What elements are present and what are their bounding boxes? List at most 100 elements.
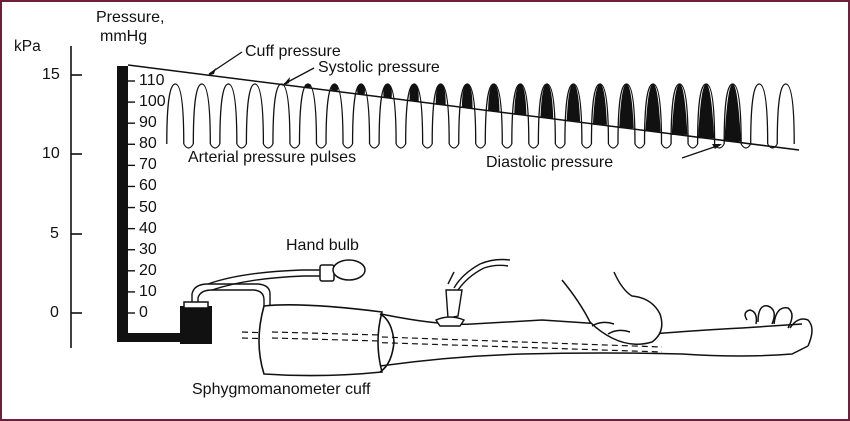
pulse-wave bbox=[192, 83, 211, 145]
hand-knuckle-1 bbox=[591, 321, 615, 327]
artery-under-cuff-2 bbox=[271, 337, 381, 342]
mmhg-tick-label: 20 bbox=[139, 261, 157, 279]
pulse-fill bbox=[592, 84, 607, 125]
stethoscope-tube-1 bbox=[453, 258, 511, 289]
mmhg-tick-label: 10 bbox=[139, 282, 157, 300]
finger-4 bbox=[789, 318, 813, 347]
pulse-wave bbox=[511, 83, 530, 145]
pulse-fill bbox=[540, 84, 554, 119]
tube-to-bulb-inner bbox=[211, 275, 320, 291]
mmhg-axis-title-line1: Pressure, bbox=[96, 9, 165, 26]
pulse-fill bbox=[566, 84, 581, 122]
kpa-axis-unit: kPa bbox=[14, 38, 41, 55]
pulse-fill bbox=[671, 84, 688, 135]
pointer-heads bbox=[207, 68, 722, 149]
pulse-troughs bbox=[183, 143, 778, 149]
artery-under-cuff bbox=[271, 331, 381, 342]
pulse-wave bbox=[325, 83, 344, 145]
kpa-tick-label-0: 0 bbox=[50, 304, 59, 321]
stethoscope-tube-2 bbox=[457, 264, 509, 291]
finger-2 bbox=[757, 305, 775, 325]
mmhg-tick-label: 50 bbox=[139, 198, 157, 216]
pulse-wave bbox=[458, 83, 477, 145]
mmhg-tick-label: 40 bbox=[139, 219, 157, 237]
pulse-wave bbox=[378, 83, 397, 145]
pulse-wave bbox=[617, 83, 636, 145]
pulse-wave bbox=[484, 83, 503, 145]
kpa-tick-label-5: 5 bbox=[50, 225, 59, 242]
pulse-wave bbox=[219, 83, 238, 145]
finger-1 bbox=[744, 309, 758, 325]
stethoscope-tube-3 bbox=[447, 271, 455, 285]
tube-to-bulb bbox=[207, 269, 320, 285]
diastolic-pressure-pointer bbox=[681, 144, 721, 159]
stethoscope bbox=[434, 258, 511, 327]
stethoscope-stem bbox=[445, 289, 463, 319]
hand-knuckle-2 bbox=[607, 329, 631, 335]
mmhg-ticks bbox=[128, 80, 135, 314]
hand-bulb bbox=[319, 259, 366, 282]
pulse-wave bbox=[351, 83, 371, 145]
examiner-hand bbox=[561, 271, 663, 345]
pulse-wave bbox=[245, 83, 265, 145]
pulse-wave bbox=[750, 83, 769, 145]
pulse-wave bbox=[696, 83, 716, 145]
pulse-fill bbox=[619, 84, 634, 129]
pulse-wave bbox=[643, 83, 663, 145]
mmhg-tick-label: 0 bbox=[139, 304, 148, 321]
finger-3 bbox=[773, 307, 793, 329]
artery-under-cuff-1 bbox=[271, 331, 381, 336]
mmhg-axis-title-line2: mmHg bbox=[100, 28, 148, 45]
mercury-reservoir bbox=[180, 306, 212, 344]
rubber-tubing bbox=[191, 269, 320, 306]
pulse-wave bbox=[564, 83, 583, 145]
hand-body bbox=[561, 271, 663, 345]
mmhg-tick-label: 80 bbox=[139, 135, 157, 153]
pulse-fill bbox=[435, 84, 446, 105]
systolic-pressure-label: Systolic pressure bbox=[318, 59, 440, 76]
manometer-base bbox=[117, 333, 207, 342]
pulse-fill bbox=[645, 84, 661, 132]
sphygmomanometer-cuff-label: Sphygmomanometer cuff bbox=[192, 381, 371, 398]
mmhg-tick-label: 110 bbox=[139, 72, 165, 89]
bulb-valve bbox=[319, 264, 335, 282]
pulse-fill bbox=[330, 84, 339, 92]
reservoir-cap bbox=[183, 301, 209, 309]
pulse-fill bbox=[514, 84, 527, 115]
pulse-fill bbox=[461, 84, 473, 108]
cuff-body bbox=[258, 304, 384, 377]
pulse-wave bbox=[670, 83, 689, 145]
mmhg-tick-label: 60 bbox=[139, 177, 157, 195]
kpa-tick-label-10: 10 bbox=[42, 145, 60, 162]
pulse-fill bbox=[488, 84, 500, 112]
pulse-wave bbox=[537, 83, 556, 145]
diastolic-arrowhead bbox=[712, 144, 722, 149]
mercury-column bbox=[117, 66, 128, 342]
pulse-wave bbox=[166, 83, 185, 145]
mmhg-tick-label: 90 bbox=[139, 114, 157, 132]
arterial-pressure-pulses-label: Arterial pressure pulses bbox=[188, 149, 357, 166]
bulb-body bbox=[332, 259, 366, 281]
mmhg-tick-label: 70 bbox=[139, 156, 157, 174]
pulse-fill bbox=[383, 84, 392, 98]
pulse-wave bbox=[405, 83, 424, 145]
mmhg-tick-label: 30 bbox=[139, 240, 157, 258]
pulse-fill bbox=[304, 84, 312, 88]
diastolic-pressure-label: Diastolic pressure bbox=[486, 154, 614, 171]
kpa-tick-label-15: 15 bbox=[42, 66, 60, 83]
pulse-wave bbox=[431, 83, 450, 145]
mmhg-tick-label: 100 bbox=[139, 93, 166, 111]
systolic-arrowhead bbox=[282, 77, 290, 86]
cuff-edge bbox=[379, 313, 395, 373]
cuff-pressure-label: Cuff pressure bbox=[245, 43, 341, 60]
pulse-fill bbox=[698, 84, 715, 139]
tube-reservoir-cuff-inner bbox=[197, 289, 265, 306]
pulse-fill bbox=[724, 84, 741, 142]
kpa-axis bbox=[70, 46, 82, 348]
pulse-wave bbox=[776, 83, 795, 145]
pulse-wave bbox=[298, 83, 318, 145]
pulse-wave bbox=[723, 83, 742, 145]
arterial-pulses bbox=[166, 83, 795, 149]
pulse-fill bbox=[357, 84, 365, 95]
